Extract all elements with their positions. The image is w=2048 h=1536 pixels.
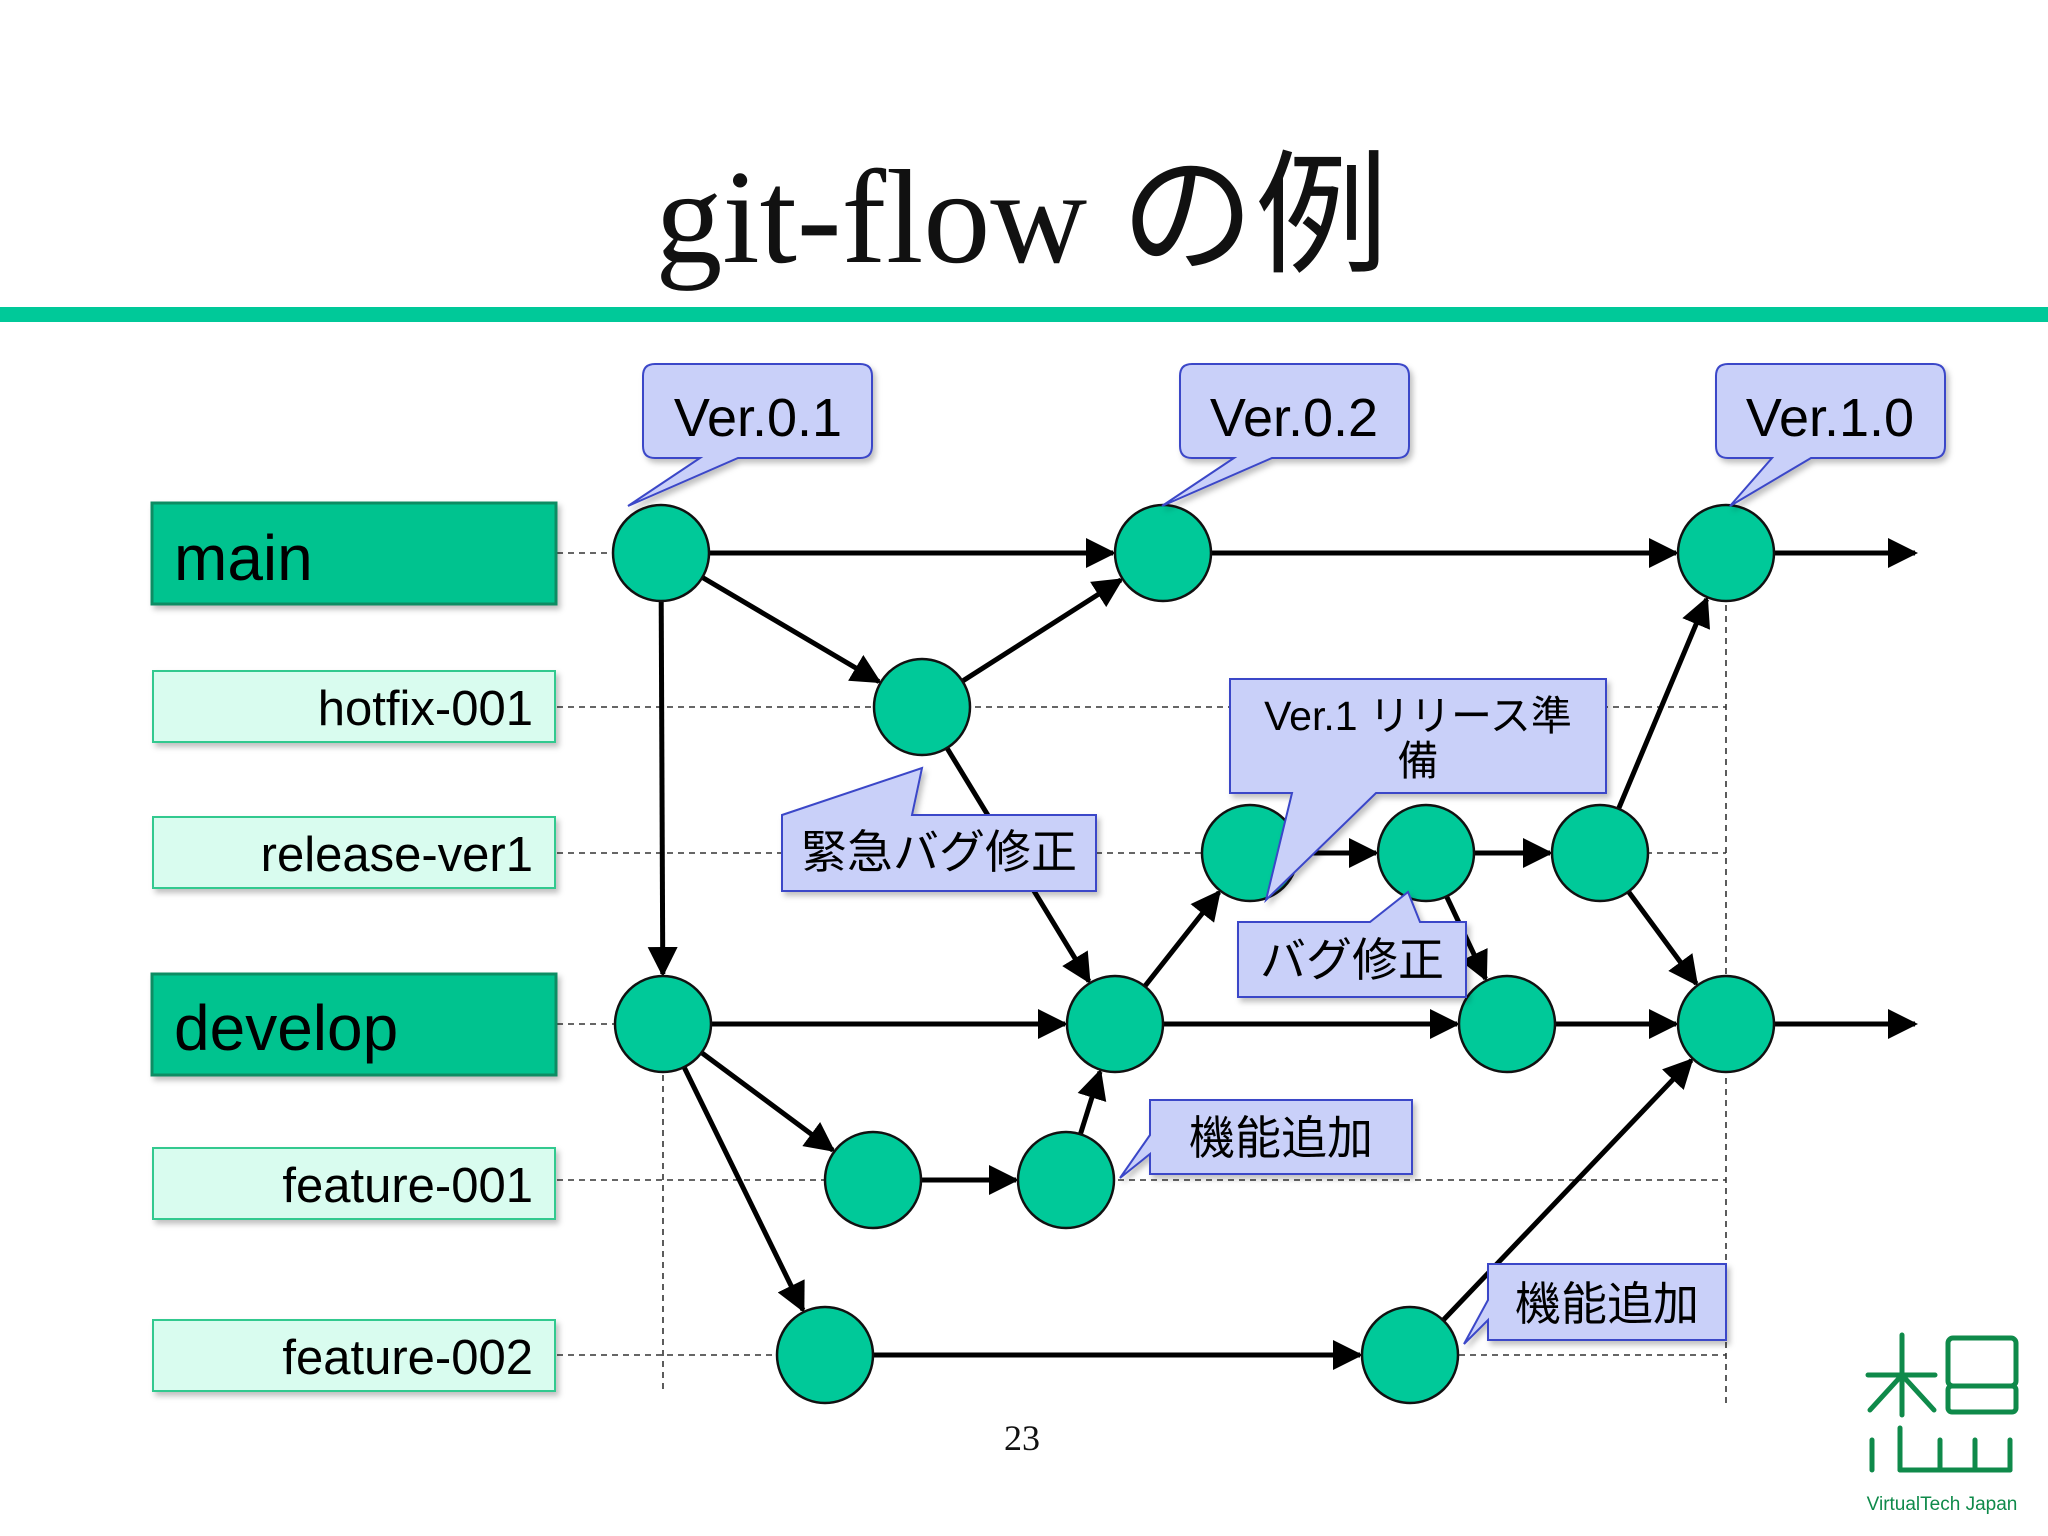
edge-r3-d4 [1626,890,1699,987]
page-number: 23 [1004,1418,1040,1458]
branch-label-text: feature-001 [282,1159,533,1213]
edge-m1-d1 [647,600,678,978]
commit-node-d2 [1065,974,1165,1074]
branch-label-text: develop [174,992,398,1064]
branch-label-text: feature-002 [282,1331,533,1385]
callout-text: Ver.1.0 [1746,388,1914,448]
commit-node-f2a [775,1305,875,1405]
callout-ver02: Ver.0.2 [1161,363,1410,507]
edge-m1-h1 [701,575,882,684]
logo-text: VirtualTech Japan [1867,1494,2018,1515]
edge-f1b-d2 [1077,1068,1107,1135]
callout-release-prep: Ver.1 リリース準 備 [1229,678,1607,904]
edge-r3-m3 [1616,596,1711,810]
branch-labels: main hotfix-001 release-ver1 develop fea… [150,501,558,1392]
callout-text: バグ修正 [1260,934,1444,986]
callout-feature1-note: 機能追加 [1119,1099,1413,1179]
commit-node-f1a [823,1130,923,1230]
callout-text: Ver.1 リリース準 [1264,693,1572,739]
edge-f2b-d4 [1441,1057,1694,1323]
commit-node-d1 [613,974,713,1074]
branch-label-text: main [174,522,313,594]
edge-d2-r1 [1142,889,1221,988]
callout-text: Ver.0.1 [674,388,842,448]
commit-node-d4 [1676,974,1776,1074]
callout-text: 緊急バグ修正 [801,826,1077,878]
callout-text: 機能追加 [1189,1112,1373,1164]
edge-d1-f2a [681,1066,806,1313]
callout-bugfix-note: バグ修正 [1237,890,1467,998]
edge-d1-f1a [700,1050,836,1153]
branch-label-develop: develop [150,972,558,1077]
callout-ver01: Ver.0.1 [627,363,873,507]
callout-text: 備 [1398,738,1439,784]
commit-node-f2b [1360,1305,1460,1405]
callout-hotfix-note: 緊急バグ修正 [781,766,1097,892]
commit-node-r2 [1376,803,1476,903]
branch-label-hotfix: hotfix-001 [152,670,556,743]
edge-h1-m2 [961,577,1124,684]
commit-node-r3 [1550,803,1650,903]
title-divider [0,307,2048,322]
branch-label-feature1: feature-001 [152,1147,556,1220]
branch-label-feature2: feature-002 [152,1319,556,1392]
branch-label-text: hotfix-001 [318,682,533,736]
callouts: Ver.0.1 Ver.0.2 Ver.1.0 緊急バグ修正 Ver.1 リリー… [627,363,1946,1345]
slide-title: git-flow の例 [655,143,1388,291]
commit-node-m2 [1113,503,1213,603]
commit-node-d3 [1457,974,1557,1074]
callout-feature2-note: 機能追加 [1463,1263,1727,1345]
commit-node-m1 [611,503,711,603]
branch-label-main: main [150,501,558,606]
branch-label-text: release-ver1 [261,828,533,882]
callout-text: 機能追加 [1515,1278,1699,1330]
commit-node-f1b [1016,1130,1116,1230]
company-logo [1865,1332,2019,1473]
callout-ver10: Ver.1.0 [1715,363,1946,507]
commit-node-h1 [872,657,972,757]
branch-label-release: release-ver1 [152,816,556,889]
callout-text: Ver.0.2 [1210,388,1378,448]
commit-nodes [611,503,1776,1405]
commit-node-m3 [1676,503,1776,603]
